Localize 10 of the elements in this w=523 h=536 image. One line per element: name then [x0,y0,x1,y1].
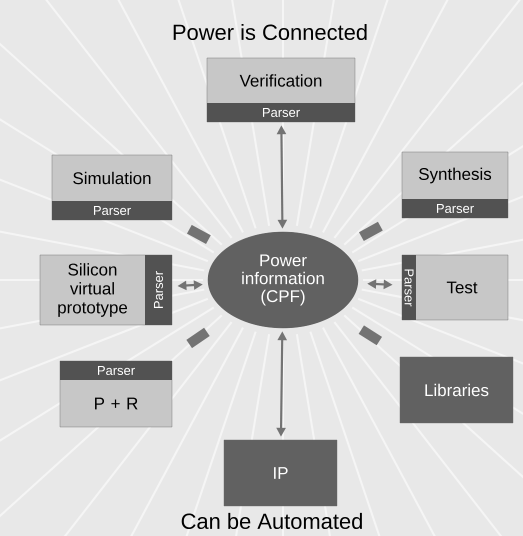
tool-box: Parser P + R [60,360,172,428]
tool-box: Silicon virtual prototype Parser [40,254,172,326]
tool-box: Verification Parser [206,58,356,122]
tool-box: Parser Test [402,254,508,320]
caption: Can be Automated [182,512,362,530]
module-box: Libraries [400,356,514,424]
tool-box: Synthesis Parser [402,152,508,218]
title: Power is Connected [174,24,367,40]
tool-box: Simulation Parser [52,154,172,220]
module-box: IP [224,440,338,506]
